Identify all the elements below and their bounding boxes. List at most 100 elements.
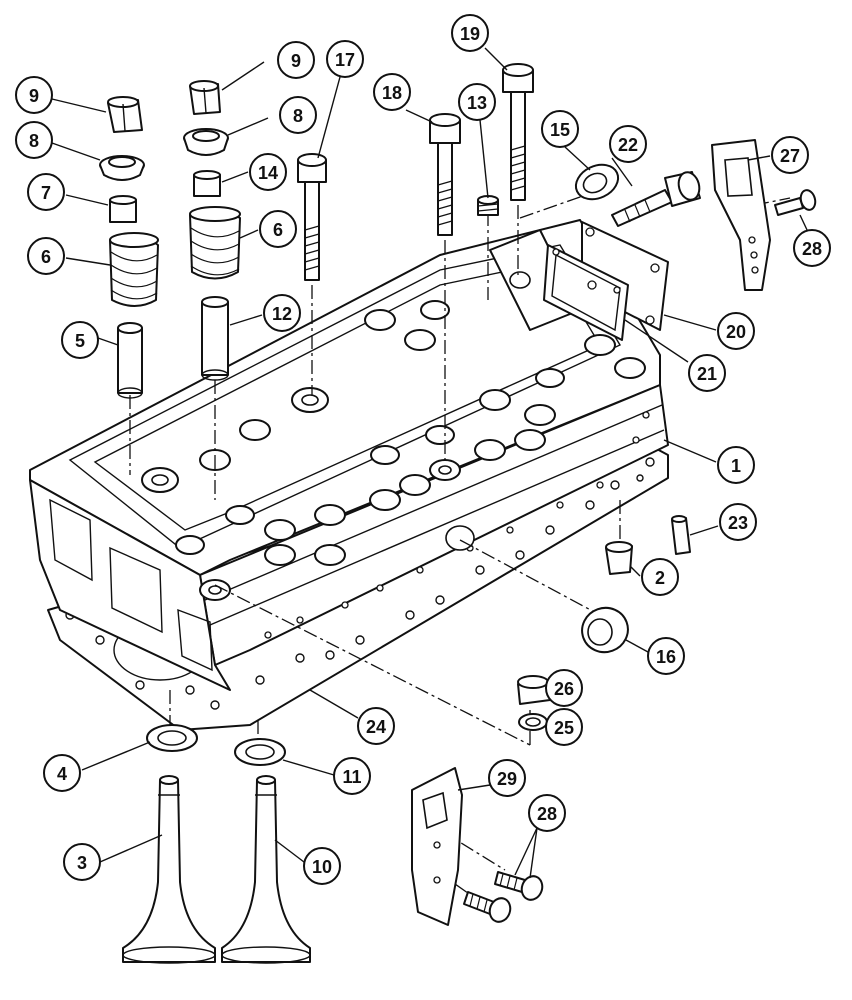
- exhaust-valve: [221, 775, 311, 964]
- callout-label: 9: [291, 51, 301, 71]
- leader-lines: [51, 47, 809, 879]
- callout-label: 10: [312, 857, 332, 877]
- callout-19: 19: [451, 14, 489, 52]
- bracket-bolts-lower: [463, 871, 544, 923]
- cover-plate: [543, 221, 669, 341]
- callout-1: 1: [717, 446, 755, 484]
- callout-12: 12: [263, 294, 301, 332]
- callout-20: 20: [717, 312, 755, 350]
- callout-3: 3: [63, 843, 101, 881]
- callout-label: 28: [537, 804, 557, 824]
- core-plug: [605, 541, 633, 575]
- callout-label: 21: [697, 364, 717, 384]
- callout-label: 5: [75, 331, 85, 351]
- bracket-bolt-top: [774, 189, 817, 216]
- stem-seal-middle: [193, 170, 221, 197]
- callout-label: 15: [550, 120, 570, 140]
- callout-label: 29: [497, 769, 517, 789]
- valve-collet-left: [107, 96, 143, 133]
- callout-25: 25: [545, 708, 583, 746]
- valve-seat-insert-11: [234, 738, 286, 766]
- spring-cap-middle: [183, 128, 229, 156]
- callout-label: 3: [77, 853, 87, 873]
- callout-label: 6: [41, 247, 51, 267]
- callout-label: 2: [655, 568, 665, 588]
- callout-9-middle: 9: [277, 41, 315, 79]
- valve-seat-insert-4: [146, 724, 198, 752]
- callout-21: 21: [688, 354, 726, 392]
- callout-label: 25: [554, 718, 574, 738]
- callout-label: 18: [382, 83, 402, 103]
- callout-2: 2: [641, 558, 679, 596]
- callout-label: 13: [467, 93, 487, 113]
- callout-label: 6: [273, 220, 283, 240]
- callout-7: 7: [27, 173, 65, 211]
- callout-17: 17: [326, 40, 364, 78]
- callout-label: 28: [802, 239, 822, 259]
- callout-label: 12: [272, 304, 292, 324]
- callout-11: 11: [333, 757, 371, 795]
- callout-label: 23: [728, 513, 748, 533]
- callout-29: 29: [488, 759, 526, 797]
- callout-6-left: 6: [27, 237, 65, 275]
- callout-8-middle: 8: [279, 96, 317, 134]
- callout-24: 24: [357, 707, 395, 745]
- lifting-bracket-27: [711, 139, 771, 291]
- callout-label: 17: [335, 50, 355, 70]
- head-bolt-19: [502, 63, 534, 201]
- callout-9-left: 9: [15, 76, 53, 114]
- callout-label: 16: [656, 647, 676, 667]
- sealing-washer: [518, 713, 548, 731]
- lifting-bracket-29: [411, 767, 463, 926]
- callout-16: 16: [647, 637, 685, 675]
- valve-guide-middle: [201, 296, 229, 381]
- valve-collet-middle: [189, 80, 221, 115]
- head-bolt-17: [297, 153, 327, 281]
- flange-bolt-22: [611, 171, 701, 227]
- cylinder-head: [29, 219, 669, 691]
- callout-28-top: 28: [793, 229, 831, 267]
- stem-seal-left: [109, 195, 137, 223]
- callout-26: 26: [545, 669, 583, 707]
- inlet-valve: [122, 775, 216, 964]
- callout-10: 10: [303, 847, 341, 885]
- callout-14: 14: [249, 153, 287, 191]
- callout-8-left: 8: [15, 121, 53, 159]
- head-bolt-18: [429, 113, 461, 236]
- valve-guide-left: [117, 322, 143, 399]
- callout-label: 9: [29, 86, 39, 106]
- callout-label: 22: [618, 135, 638, 155]
- callout-label: 19: [460, 24, 480, 44]
- callout-label: 24: [366, 717, 386, 737]
- dowel-pin: [671, 515, 691, 555]
- callout-6-middle: 6: [259, 210, 297, 248]
- seal-ring-16: [581, 606, 629, 654]
- callout-label: 8: [293, 106, 303, 126]
- callout-label: 7: [41, 183, 51, 203]
- callout-label: 27: [780, 146, 800, 166]
- spring-cap-left: [99, 155, 145, 181]
- callout-27: 27: [771, 136, 809, 174]
- callout-5: 5: [61, 321, 99, 359]
- callout-label: 26: [554, 679, 574, 699]
- callout-label: 11: [342, 767, 361, 787]
- callout-label: 8: [29, 131, 39, 151]
- callout-23: 23: [719, 503, 757, 541]
- callout-22: 22: [609, 125, 647, 163]
- callout-label: 4: [57, 764, 67, 784]
- callout-15: 15: [541, 110, 579, 148]
- callout-28-bottom: 28: [528, 794, 566, 832]
- assembly-lines: [129, 189, 791, 899]
- callout-label: 1: [731, 456, 741, 476]
- callout-18: 18: [373, 73, 411, 111]
- valve-seat-bosses: [141, 229, 646, 601]
- callout-label: 20: [726, 322, 746, 342]
- callout-4: 4: [43, 754, 81, 792]
- callout-label: 14: [258, 163, 278, 183]
- threaded-plug: [477, 195, 499, 216]
- seal-ring-15: [574, 163, 620, 201]
- valve-spring-middle: [189, 206, 241, 280]
- valve-spring-left: [109, 232, 159, 307]
